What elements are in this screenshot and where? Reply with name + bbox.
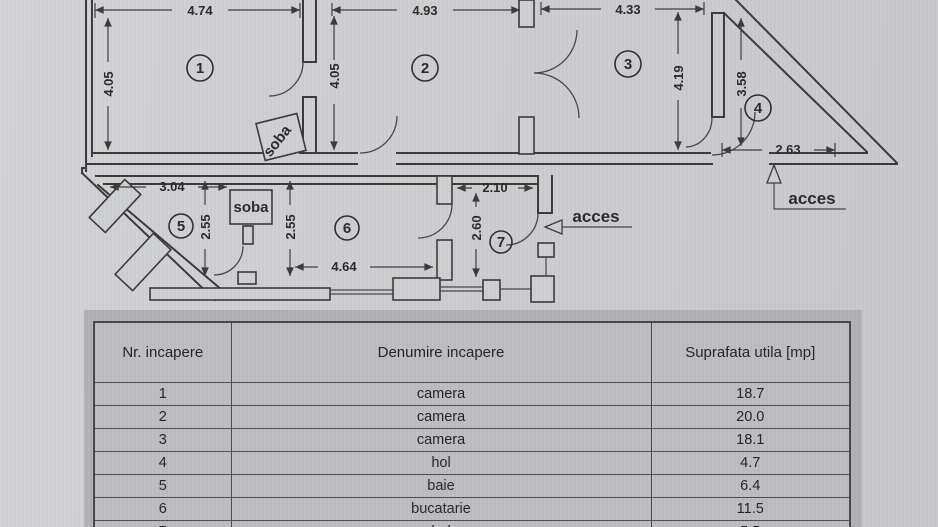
table-row: 2 camera 20.0 — [93, 405, 851, 429]
soba-duct — [242, 225, 254, 245]
fixture-box — [537, 242, 555, 258]
dim-room1-height: 4.05 — [101, 71, 116, 96]
cell-denumire: camera — [230, 382, 652, 406]
acces-side-label: acces — [572, 207, 619, 226]
cell-suprafata: 11.5 — [650, 497, 851, 521]
cell-suprafata: 5.5 — [650, 520, 851, 527]
table-row: 4 hol 4.7 — [93, 451, 851, 475]
cell-nr: 6 — [93, 497, 232, 521]
cell-denumire: baie — [230, 474, 652, 498]
diagonal-window — [113, 232, 173, 292]
dimension-lines: 4.74 4.93 4.33 4.05 4.05 4.19 3.58 2.63 … — [95, 2, 835, 277]
window-lines — [330, 289, 393, 295]
cell-denumire: camera — [230, 428, 652, 452]
room-label-7: 7 — [497, 234, 505, 251]
double-door-room2-3-upper — [533, 29, 578, 74]
dim-room3-height: 4.19 — [671, 65, 686, 90]
cell-nr: 1 — [93, 382, 232, 406]
floor-plan-drawing: soba soba 4.74 4.93 4.33 4.05 4.05 4.19 … — [80, 0, 899, 303]
cell-suprafata: 20.0 — [650, 405, 851, 429]
door-room6-7 — [417, 203, 453, 239]
room-label-1: 1 — [196, 60, 204, 77]
dim-room6-height: 2.55 — [283, 214, 298, 239]
cell-nr: 7 — [93, 520, 232, 527]
wall-stub — [518, 116, 535, 155]
room-label-2: 2 — [421, 60, 429, 77]
room-label-5: 5 — [177, 218, 185, 235]
room-label-4: 4 — [754, 100, 763, 117]
door-room7 — [505, 212, 539, 246]
cell-suprafata: 4.7 — [650, 451, 851, 475]
cell-suprafata: 18.1 — [650, 428, 851, 452]
dim-room5-width: 3.04 — [159, 179, 185, 194]
dim-room1-width: 4.74 — [187, 3, 213, 18]
cell-denumire: camera — [230, 405, 652, 429]
cell-nr: 2 — [93, 405, 232, 429]
header-nr-incapere: Nr. incapere — [93, 321, 232, 383]
cell-nr: 3 — [93, 428, 232, 452]
dim-room4-height: 3.58 — [734, 71, 749, 96]
acces-side: acces — [543, 207, 632, 235]
table-row: 6 bucatarie 11.5 — [93, 497, 851, 521]
acces-entrance: acces — [766, 163, 846, 210]
table-row: 3 camera 18.1 — [93, 428, 851, 452]
doors — [213, 29, 756, 276]
entrance-door — [711, 111, 756, 156]
fixture-box — [482, 279, 501, 301]
area-table: Nr. incapere Denumire incapere Suprafata… — [93, 321, 851, 527]
dim-room4-width: 2.63 — [775, 142, 800, 157]
cell-suprafata: 18.7 — [650, 382, 851, 406]
door-room3-hall — [685, 117, 713, 148]
soba-box-lower: soba — [229, 189, 273, 245]
room-label-3: 3 — [624, 56, 632, 73]
cell-denumire: bucatarie — [230, 497, 652, 521]
dim-room5-height: 2.55 — [198, 214, 213, 239]
room-labels: 1 2 3 4 5 6 7 — [168, 50, 772, 254]
door-room1 — [268, 61, 304, 97]
up-arrow-icon — [766, 163, 782, 184]
cell-nr: 5 — [93, 474, 232, 498]
header-denumire-incapere: Denumire incapere — [230, 321, 652, 383]
door-room2-hall — [359, 115, 398, 154]
table-header-row: Nr. incapere Denumire incapere Suprafata… — [93, 321, 851, 383]
wall-stub — [237, 271, 257, 285]
fixture-box — [530, 275, 555, 303]
fixtures — [482, 242, 555, 303]
dim-room7-width: 2.10 — [482, 180, 507, 195]
left-arrow-icon — [543, 219, 563, 235]
room-label-6: 6 — [343, 220, 351, 237]
dim-room2-width: 4.93 — [412, 3, 437, 18]
bottom-wall — [149, 287, 331, 301]
dim-room3-width: 4.33 — [615, 2, 640, 17]
header-suprafata-utila: Suprafata utila [mp] — [650, 321, 851, 383]
cell-denumire: hol — [230, 451, 652, 475]
soba-label-lower: soba — [233, 199, 269, 216]
table-row: 7 hol 5.5 — [93, 520, 851, 527]
wall-stub — [518, 0, 535, 28]
window-lines — [440, 286, 483, 292]
soba-box-upper: soba — [255, 112, 307, 162]
cell-nr: 4 — [93, 451, 232, 475]
double-door-room2-3-lower — [533, 72, 580, 119]
cell-suprafata: 6.4 — [650, 474, 851, 498]
table-row: 1 camera 18.7 — [93, 382, 851, 406]
table-row: 5 baie 6.4 — [93, 474, 851, 498]
dim-room2-height: 4.05 — [327, 63, 342, 88]
cell-denumire: hol — [230, 520, 652, 527]
dim-room7-height: 2.60 — [469, 215, 484, 240]
door-room5 — [213, 245, 244, 276]
dim-room6-width: 4.64 — [331, 259, 357, 274]
wall-stub — [436, 175, 453, 205]
wall-stub — [436, 239, 453, 281]
acces-entrance-label: acces — [788, 189, 835, 208]
bottom-wall — [392, 277, 441, 301]
